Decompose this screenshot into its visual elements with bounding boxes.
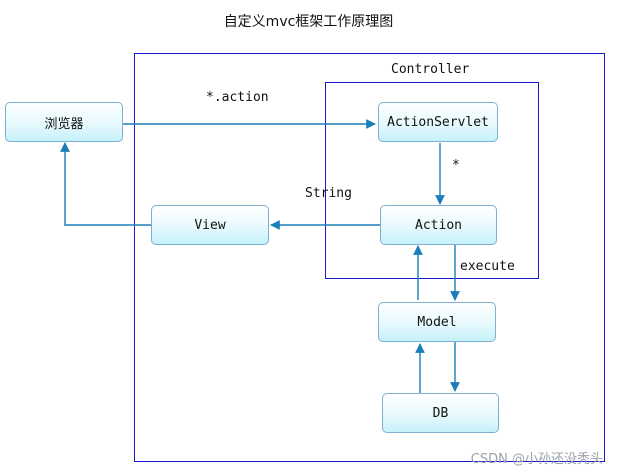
- controller-frame: [325, 82, 539, 279]
- model-node: Model: [378, 302, 496, 342]
- actionservlet-node: ActionServlet: [378, 102, 498, 142]
- watermark: CSDN @小孙还没秃头: [470, 452, 603, 467]
- outer-frame: [134, 53, 605, 462]
- diagram-title: 自定义mvc框架工作原理图: [223, 14, 394, 30]
- view-node: View: [151, 205, 269, 245]
- controller-label: Controller: [391, 62, 470, 77]
- execute-edge-label: execute: [460, 259, 515, 274]
- action-node: Action: [380, 205, 497, 245]
- request-edge-label: *.action: [206, 90, 269, 105]
- dispatch-edge-label: *: [452, 158, 460, 173]
- browser-node: 浏览器: [5, 102, 123, 142]
- db-node: DB: [382, 393, 499, 433]
- edge-view-to-browser: [60, 142, 151, 226]
- result-edge-label: String: [305, 186, 352, 201]
